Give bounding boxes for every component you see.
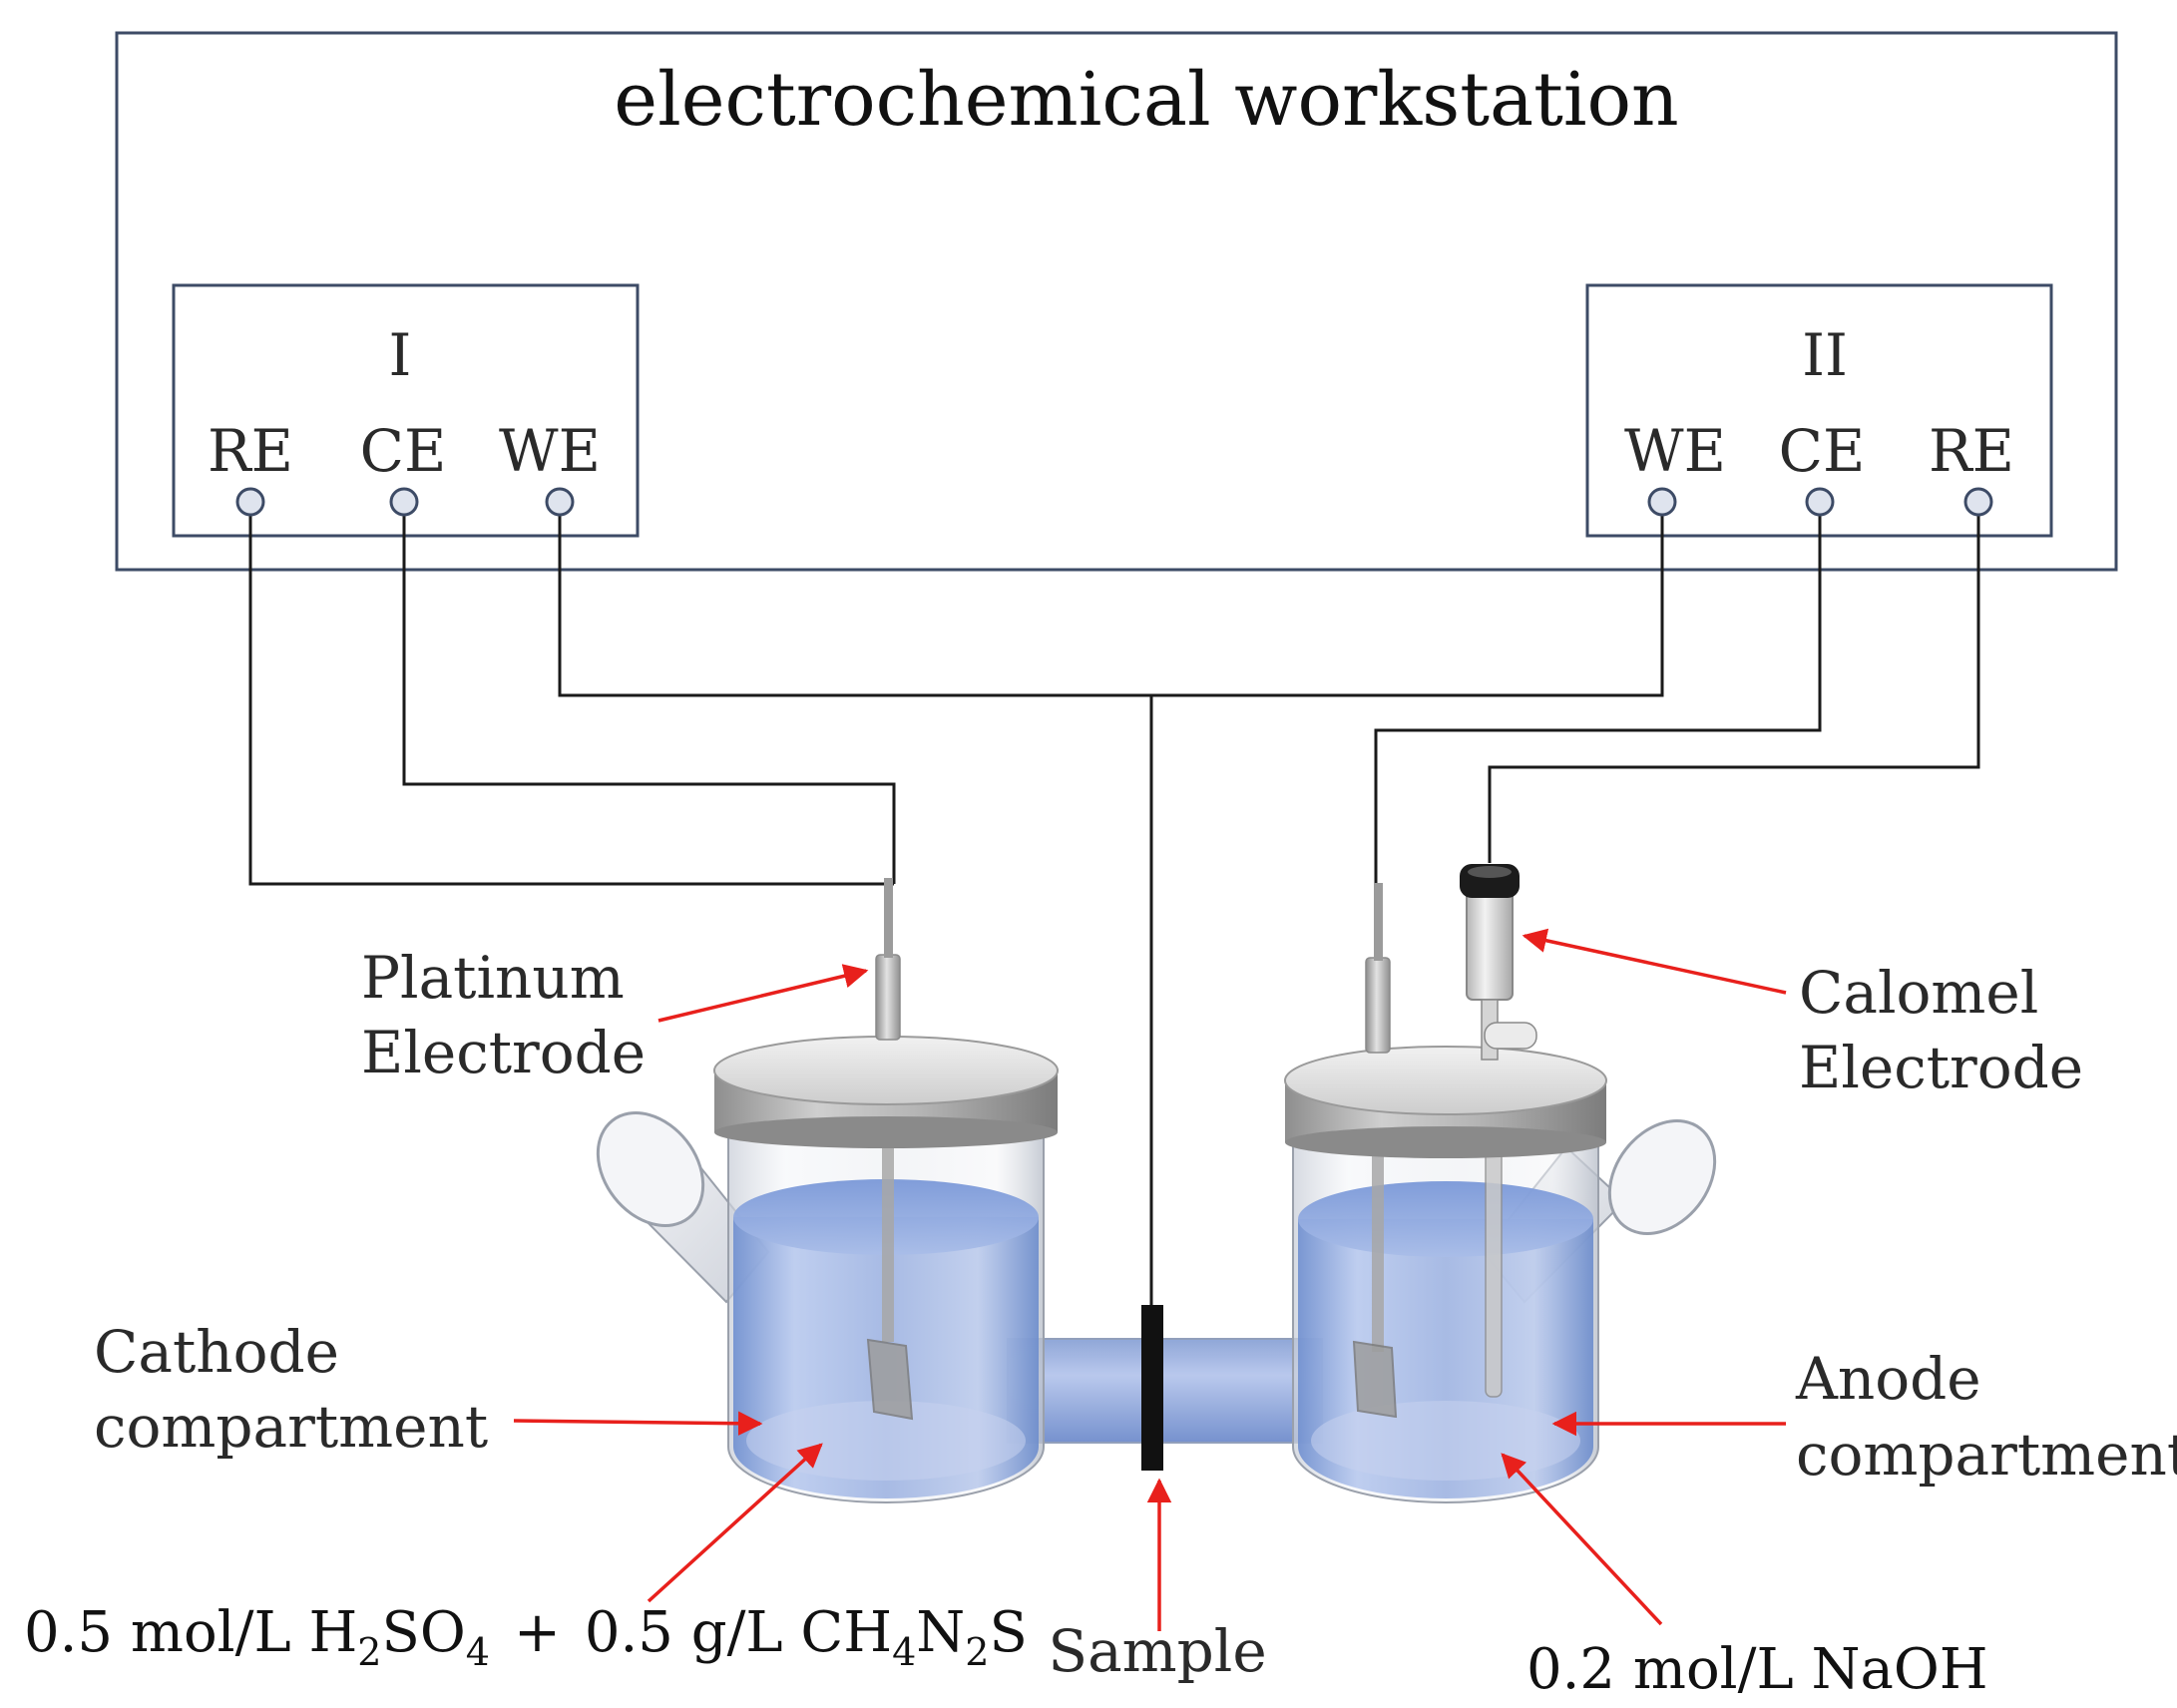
cathode-solution-part2: SO [381,1600,465,1665]
cathode-solution-part1: 0.5 mol/L H [24,1600,357,1665]
terminal-i-re [235,487,265,517]
cathode-lid-top [713,1036,1059,1105]
anode-plate [1352,1340,1398,1419]
terminal-i-ce [389,487,419,517]
arrow-platinum [657,964,869,1023]
platinum-label-line2: Electrode [361,1019,646,1086]
anode-bottom [1311,1401,1580,1481]
anode-liquid-surface [1298,1181,1593,1257]
wiring [248,514,1980,1312]
panel-i-label: I [389,321,412,389]
anode-electrode-tip [1374,883,1383,961]
panel-ii-re-label: RE [1929,417,2014,485]
calomel-electrode [1460,864,1537,1061]
cathode-lid-bottom-rim [714,1116,1058,1148]
arrow-cathode-compartment [513,1411,763,1436]
calomel-body [1466,887,1514,1001]
panel-ii-label: II [1802,321,1848,389]
platinum-electrode-rod [875,954,901,1041]
arrow-calomel [1522,928,1787,995]
cathode-solution-part6: S [989,1600,1027,1665]
workstation-title: electrochemical workstation [614,57,1678,143]
platinum-label-line1: Platinum [361,944,625,1012]
cathode-solution-plus: + [514,1600,561,1665]
arrow-cathode-solution [647,1443,823,1603]
panel-i-re-label: RE [208,417,293,485]
panel-i-we-label: WE [499,417,601,485]
cathode-platinum-plate [866,1338,914,1421]
wire-i-re [248,514,894,886]
cathode-side-arm-mouth [596,1111,705,1227]
wire-i-we [558,514,1664,697]
cathode-solution-part5: N [916,1600,965,1665]
terminal-i-we [545,487,575,517]
wire-i-ce [402,514,896,884]
wire-ii-ce [1374,514,1822,888]
cathode-solution-sub1: 2 [357,1630,381,1674]
anode-label-line1: Anode [1795,1345,1981,1413]
panel-i-ce-label: CE [360,417,447,485]
terminal-ii-we [1647,487,1677,517]
workstation-frame [115,31,2118,572]
cathode-solution-sub4: 4 [892,1630,916,1674]
anode-side-arm-mouth [1607,1119,1717,1235]
connecting-tube [1007,1338,1323,1444]
calomel-side-port [1484,1022,1537,1050]
panel-ii-ce-label: CE [1779,417,1866,485]
terminal-ii-ce [1805,487,1835,517]
platinum-electrode-tip [884,878,893,958]
anode-lid-top [1284,1046,1607,1115]
cathode-solution-sub2: 4 [466,1630,490,1674]
cathode-solution-part4: 0.5 g/L CH [585,1600,892,1665]
panel-ii-we-label: WE [1624,417,1726,485]
cathode-solution-sub5: 2 [965,1630,989,1674]
cathode-vessel [596,878,1059,1503]
calomel-label-line1: Calomel [1799,959,2038,1027]
terminal-ii-re [1963,487,1993,517]
anode-solution-label: 0.2 mol/L NaOH [1526,1637,1988,1702]
wire-ii-re [1488,514,1980,863]
terminals [235,487,1993,517]
calomel-label-line2: Electrode [1799,1034,2083,1101]
anode-lid-bottom-rim [1285,1126,1606,1158]
anode-label-line2: compartment [1796,1421,2177,1489]
annotation-arrows [513,928,1787,1631]
arrow-anode-solution [1501,1453,1663,1626]
cathode-solution-label: 0.5 mol/L H2SO4+0.5 g/L CH4N2S [24,1600,1028,1674]
anode-electrode-rod [1365,957,1391,1054]
sample-membrane [1141,1305,1163,1471]
cathode-label-line1: Cathode [94,1318,339,1386]
sample-label: Sample [1048,1617,1266,1685]
calomel-cap-highlight [1468,866,1512,878]
cathode-label-line2: compartment [94,1393,488,1461]
